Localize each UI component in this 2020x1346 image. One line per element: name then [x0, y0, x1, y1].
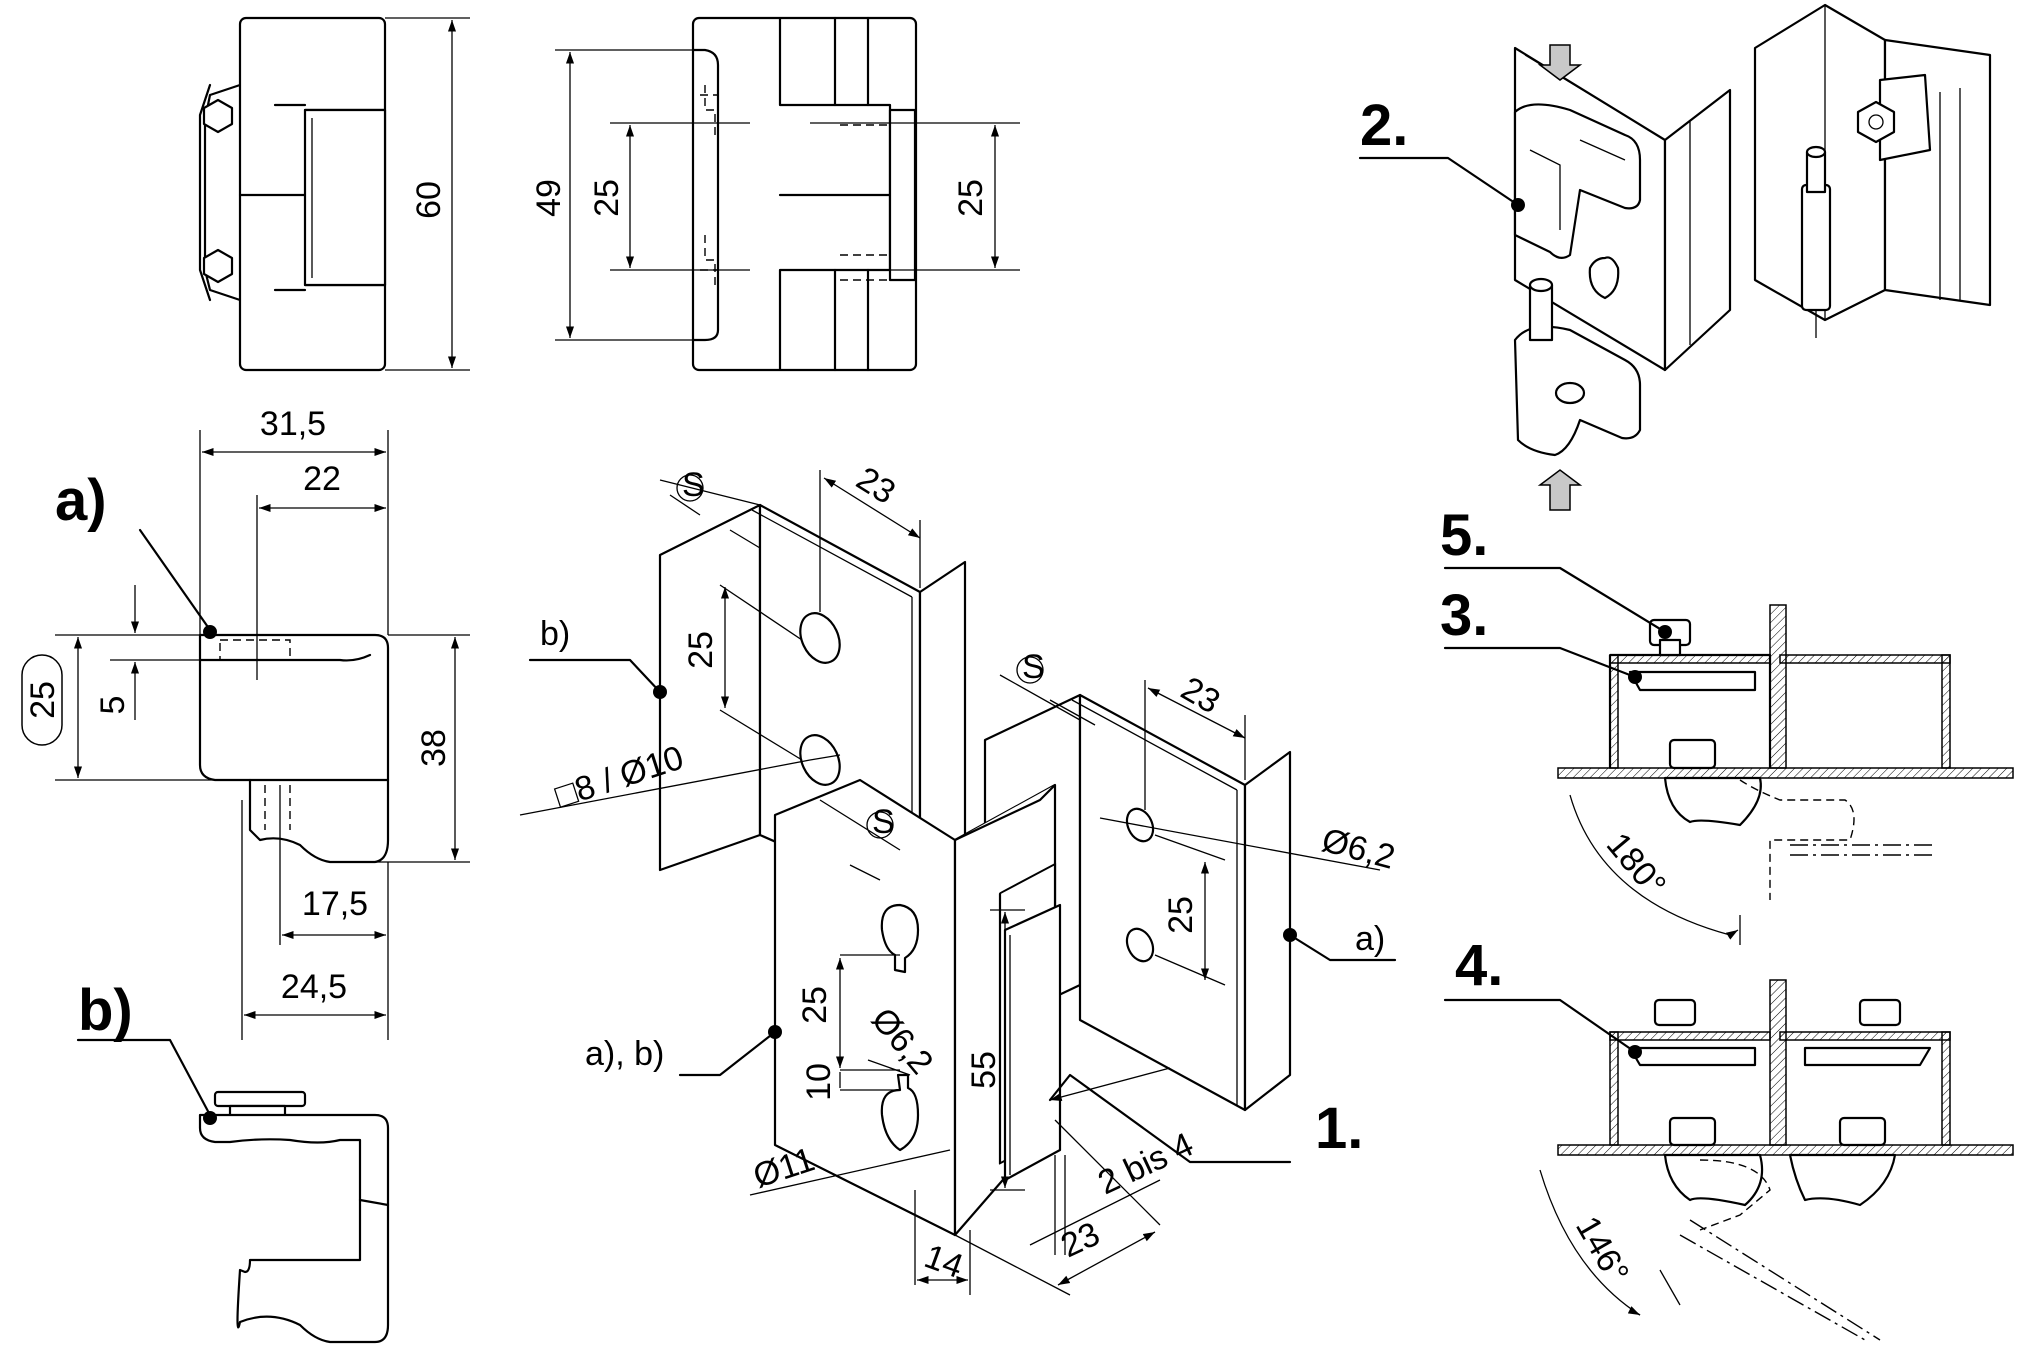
- step-5-label: 5.: [1440, 503, 1488, 568]
- dim-31-5: 31,5: [260, 405, 326, 443]
- label-b: b): [78, 978, 133, 1043]
- top-middle-view: 49 25 25: [530, 16, 1020, 372]
- iso-a-dim-25: 25: [1162, 896, 1200, 934]
- step-1: 1.: [1048, 1067, 1363, 1164]
- side-view-a: a) 31,5 22 25 5 38 17,5 24,5: [21, 405, 470, 1040]
- section-180: 180° 5. 3.: [1440, 503, 2014, 945]
- top-left-front-view: 60: [198, 16, 470, 372]
- step-2-label: 2.: [1360, 93, 1408, 158]
- assembly-open-profile: [1753, 3, 1992, 338]
- iso-ab-dim-14: 14: [919, 1237, 968, 1286]
- iso-b-dim-25: 25: [682, 631, 720, 669]
- iso-a-label: a): [1355, 920, 1385, 958]
- side-view-b: b): [76, 978, 390, 1344]
- iso-ab-dim-10: 10: [800, 1063, 838, 1101]
- dim-25-boxed: 25: [24, 681, 62, 719]
- dim-49: 49: [530, 179, 568, 217]
- iso-ab-dim-55: 55: [965, 1051, 1003, 1089]
- dim-25-right: 25: [952, 179, 990, 217]
- iso-b-label: b): [540, 615, 570, 653]
- dim-25-left: 25: [588, 179, 626, 217]
- step-3-label: 3.: [1440, 583, 1488, 648]
- dim-24-5: 24,5: [281, 968, 347, 1006]
- dim-22: 22: [303, 460, 341, 498]
- svg-text:S: S: [682, 466, 705, 504]
- dim-5: 5: [94, 696, 132, 715]
- iso-ab-label: a), b): [585, 1035, 664, 1073]
- angle-180: 180°: [1599, 826, 1673, 904]
- svg-text:S: S: [872, 803, 895, 841]
- dim-60: 60: [410, 181, 448, 219]
- iso-ab-dim-23: 23: [1055, 1215, 1105, 1265]
- iso-ab-hole-big: Ø11: [749, 1140, 819, 1195]
- dim-38: 38: [415, 729, 453, 767]
- step-1-label: 1.: [1315, 1096, 1363, 1161]
- assembly-top-right: 2.: [1358, 44, 1732, 511]
- label-a: a): [55, 468, 107, 533]
- section-146: 146° 4.: [1443, 933, 2014, 1341]
- step-4-label: 4.: [1455, 933, 1503, 998]
- iso-b-dim-23: 23: [850, 460, 902, 512]
- iso-ab-dim-25: 25: [796, 986, 834, 1024]
- iso-a-dim-23: 23: [1175, 670, 1227, 722]
- dim-17-5: 17,5: [302, 885, 368, 923]
- iso-a-hole: Ø6,2: [1318, 821, 1399, 877]
- iso-ab-gap: 2 bis 4: [1092, 1125, 1199, 1202]
- angle-146: 146°: [1568, 1210, 1636, 1290]
- svg-text:S: S: [1022, 648, 1045, 686]
